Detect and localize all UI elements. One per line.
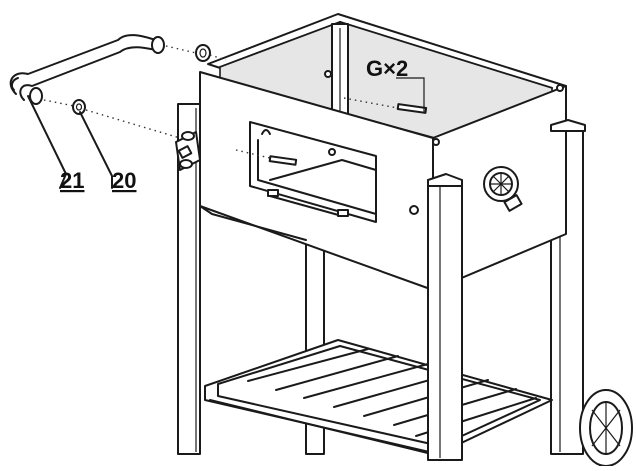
left-rear-leg [177, 103, 201, 455]
guide-line-screw-lower [235, 149, 271, 159]
washer-upper [195, 44, 211, 62]
leader-line-20 [79, 111, 113, 189]
screw-g-upper [396, 103, 428, 114]
washer-lower [72, 99, 86, 115]
firebox [199, 13, 567, 291]
front-right-leg-top [550, 119, 586, 132]
front-left-leg [427, 173, 463, 461]
control-knob [483, 166, 523, 212]
wheel [579, 389, 633, 467]
callout-21: 21 [60, 168, 84, 193]
side-handle [9, 34, 165, 105]
guide-line-handle-upper [165, 45, 197, 54]
leader-line-g [396, 77, 425, 112]
callout-20: 20 [112, 168, 136, 193]
screw-g-lower [268, 155, 298, 166]
guide-line-handle-lower [43, 99, 75, 107]
bottom-shelf [204, 339, 553, 457]
callout-g-x2: G×2 [366, 56, 408, 81]
leader-line-21 [27, 95, 67, 189]
handle-bracket [175, 131, 201, 171]
guide-line-handle-lower-2 [85, 109, 181, 139]
